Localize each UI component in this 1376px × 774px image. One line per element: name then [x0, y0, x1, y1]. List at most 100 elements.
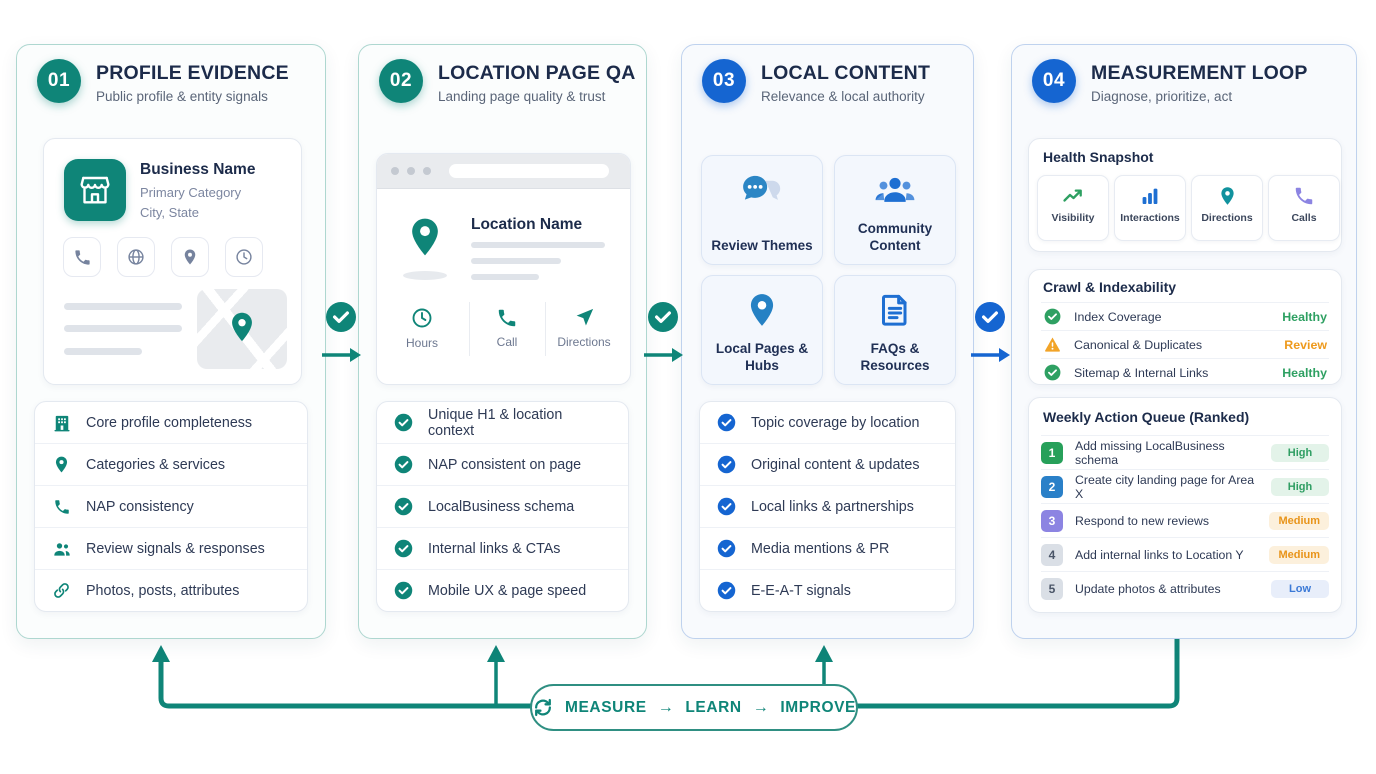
map-pin-icon	[702, 290, 822, 330]
tile-label: Directions	[1201, 212, 1253, 224]
clock-icon	[225, 237, 263, 277]
pin-shadow	[403, 271, 447, 280]
phone-icon	[498, 309, 516, 327]
browser-dot	[391, 167, 399, 175]
browser-dot	[423, 167, 431, 175]
check-circle-icon	[326, 302, 356, 332]
map-pin-icon	[412, 218, 438, 256]
rank-badge: 3	[1041, 509, 1063, 532]
loop-word-learn: LEARN	[685, 698, 742, 716]
queue-task: Add internal links to Location Y	[1075, 547, 1244, 562]
list-item: Review signals & responses	[35, 527, 307, 569]
step-connector	[971, 302, 1010, 362]
panel-title: Crawl & Indexability	[1043, 279, 1177, 295]
phone-icon	[1269, 184, 1339, 208]
card-local-content: 03 LOCAL CONTENT Relevance & local autho…	[681, 44, 974, 639]
card-measurement-loop: 04 MEASUREMENT LOOP Diagnose, prioritize…	[1011, 44, 1357, 639]
tile-label: Local Pages & Hubs	[715, 341, 809, 374]
divider	[1041, 302, 1329, 303]
priority-badge: High	[1271, 477, 1329, 496]
trend-up-icon	[1038, 184, 1108, 208]
card-subtitle: Relevance & local authority	[761, 89, 925, 104]
list-item-label: Topic coverage by location	[751, 414, 920, 431]
building-icon	[51, 412, 72, 433]
skeleton-line	[471, 242, 605, 248]
community-content-tile: Community Content	[834, 155, 956, 265]
list-item-label: LocalBusiness schema	[428, 498, 575, 515]
refresh-icon	[534, 698, 552, 717]
card-location-page-qa: 02 LOCATION PAGE QA Landing page quality…	[358, 44, 647, 639]
map-pin-icon	[1192, 184, 1262, 208]
priority-badge: High	[1271, 443, 1329, 462]
check-circle-icon	[716, 538, 737, 559]
divider	[1041, 330, 1329, 331]
directions-action: Directions	[549, 306, 619, 349]
list-item-label: Categories & services	[86, 456, 226, 473]
link-icon	[51, 580, 72, 601]
map-thumbnail	[197, 289, 287, 369]
check-circle-icon	[393, 538, 414, 559]
skeleton-line	[471, 258, 561, 264]
panel-title: Health Snapshot	[1043, 149, 1154, 165]
step-connector	[644, 302, 683, 362]
phone-icon	[51, 496, 72, 517]
check-circle-icon	[975, 302, 1005, 332]
people-icon	[51, 538, 72, 559]
card-subtitle: Public profile & entity signals	[96, 89, 268, 104]
tile-label: FAQs & Resources	[860, 341, 930, 374]
check-circle-icon	[393, 454, 414, 475]
interactions-tile: Interactions	[1114, 175, 1186, 241]
list-item: Core profile completeness	[35, 402, 307, 443]
community-icon	[835, 170, 955, 210]
directions-tile: Directions	[1191, 175, 1263, 241]
step-number-badge: 04	[1032, 59, 1076, 103]
chat-icon	[702, 170, 822, 212]
page-qa-checklist: Unique H1 & location context NAP consist…	[376, 401, 629, 612]
queue-row: 2 Create city landing page for Area X Hi…	[1029, 470, 1341, 503]
list-item-label: Unique H1 & location context	[428, 406, 563, 439]
check-circle-icon	[393, 496, 414, 517]
divider	[1041, 435, 1329, 436]
skeleton-line	[64, 325, 182, 332]
check-circle-icon	[716, 412, 737, 433]
check-circle-icon	[1044, 364, 1061, 381]
arrow-right-icon: →	[752, 698, 770, 716]
status-row: Sitemap & Internal Links Healthy	[1029, 359, 1341, 386]
list-item: Mobile UX & page speed	[377, 569, 628, 611]
action-label: Directions	[557, 335, 611, 349]
divider	[1041, 571, 1329, 572]
queue-row: 5 Update photos & attributes Low	[1029, 572, 1341, 605]
card-profile-evidence: 01 PROFILE EVIDENCE Public profile & ent…	[16, 44, 326, 639]
arrow-right-icon: →	[657, 698, 675, 716]
measure-learn-improve-pill: MEASURE → LEARN → IMPROVE	[530, 684, 858, 731]
rank-badge: 5	[1041, 577, 1063, 600]
priority-badge: Medium	[1269, 511, 1329, 530]
navigation-icon	[576, 308, 593, 326]
url-bar	[449, 164, 609, 178]
business-city-state: City, State	[140, 205, 200, 220]
warning-icon	[1045, 337, 1060, 352]
review-themes-tile: Review Themes	[701, 155, 823, 265]
profile-checklist: Core profile completeness Categories & s…	[34, 401, 308, 612]
list-item: Photos, posts, attributes	[35, 569, 307, 611]
local-pages-tile: Local Pages & Hubs	[701, 275, 823, 385]
card-header: 01 PROFILE EVIDENCE Public profile & ent…	[37, 59, 289, 104]
card-header: 03 LOCAL CONTENT Relevance & local autho…	[702, 59, 930, 104]
location-name: Location Name	[471, 216, 583, 233]
card-header: 02 LOCATION PAGE QA Landing page quality…	[379, 59, 635, 104]
business-name: Business Name	[140, 161, 256, 178]
action-label: Hours	[405, 336, 438, 350]
status-row: Canonical & Duplicates Review	[1029, 331, 1341, 358]
queue-row: 3 Respond to new reviews Medium	[1029, 504, 1341, 537]
calls-tile: Calls	[1268, 175, 1340, 241]
business-profile-mock: Business Name Primary Category City, Sta…	[43, 138, 302, 385]
list-item: Media mentions & PR	[700, 527, 955, 569]
queue-row: 1 Add missing LocalBusiness schema High	[1029, 436, 1341, 469]
status-badge: Review	[1284, 337, 1327, 352]
divider	[1041, 537, 1329, 538]
tile-label: Interactions	[1120, 212, 1180, 224]
card-title: PROFILE EVIDENCE	[96, 62, 289, 84]
list-item: LocalBusiness schema	[377, 485, 628, 527]
card-header: 04 MEASUREMENT LOOP Diagnose, prioritize…	[1032, 59, 1308, 104]
status-label: Canonical & Duplicates	[1074, 337, 1203, 352]
